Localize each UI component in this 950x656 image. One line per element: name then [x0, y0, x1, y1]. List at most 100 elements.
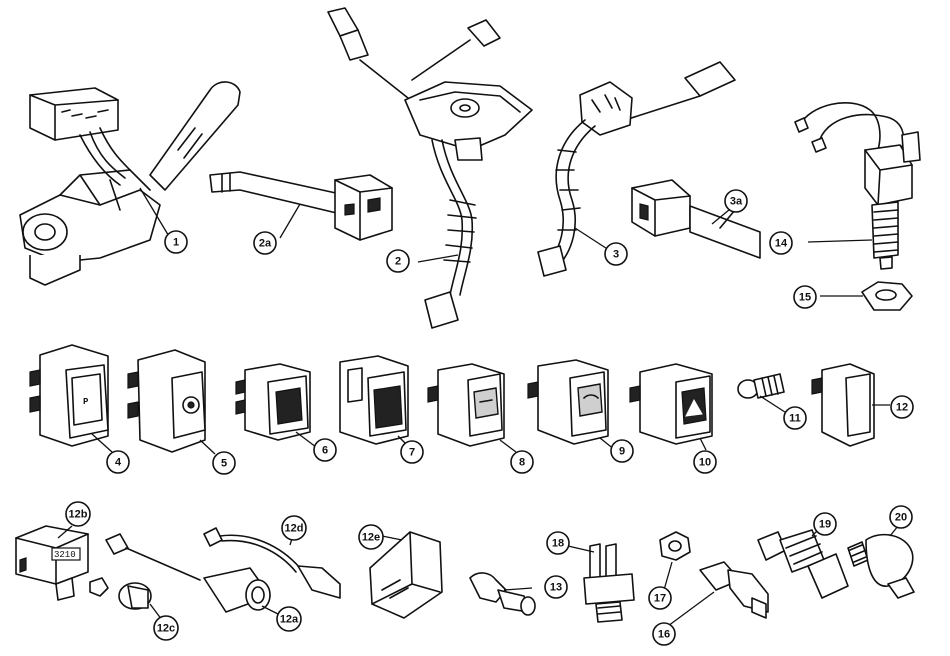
- callout-label: 8: [519, 457, 525, 469]
- callout-17: 17: [648, 586, 672, 610]
- callout-circle: [693, 450, 717, 474]
- callout-1: 1: [164, 230, 188, 254]
- callout-label: 16: [658, 629, 670, 641]
- part-12a-cigar-lighter: [105, 533, 283, 617]
- callout-label: 10: [699, 457, 711, 469]
- callout-circle: [253, 231, 277, 255]
- callout-circle: [724, 189, 748, 213]
- callout-10: 10: [693, 450, 717, 474]
- callout-label: 2a: [259, 238, 272, 250]
- callout-label: 17: [654, 593, 666, 605]
- callout-circle: [313, 438, 337, 462]
- part-17-nut: [659, 531, 691, 591]
- part-3-switch-harness: [537, 61, 736, 277]
- part-9-rocker-switch: [527, 359, 616, 451]
- part-15-nut: [820, 281, 913, 311]
- callout-circle: [793, 285, 817, 309]
- callout-label: 6: [322, 445, 328, 457]
- callout-label: 12d: [285, 523, 304, 535]
- callout-circle: [769, 231, 793, 255]
- callout-16: 16: [652, 622, 676, 646]
- callout-circle: [276, 606, 302, 632]
- callout-13: 13: [544, 575, 568, 599]
- callout-label: 5: [221, 458, 227, 470]
- callout-12d: 12d: [281, 515, 307, 541]
- callout-label: 4: [115, 457, 122, 469]
- callout-label: 15: [799, 292, 811, 304]
- callout-14: 14: [769, 231, 793, 255]
- part-16-switch: [667, 561, 769, 627]
- callout-circle: [106, 450, 130, 474]
- callout-label: 11: [789, 413, 801, 425]
- callout-12b: 12b: [65, 501, 91, 527]
- callout-3: 3: [604, 242, 628, 266]
- callout-5: 5: [212, 451, 236, 475]
- callout-15: 15: [793, 285, 817, 309]
- callout-20: 20: [889, 505, 913, 529]
- callout-3a: 3a: [724, 189, 748, 213]
- callout-9: 9: [610, 439, 634, 463]
- callout-label: 12: [896, 402, 908, 414]
- part-3a-switch: [631, 179, 761, 259]
- callout-circle: [783, 406, 807, 430]
- part-2a-wiper-stalk: [209, 171, 393, 241]
- callout-circle: [358, 524, 384, 550]
- callout-circle: [813, 512, 837, 536]
- callout-circle: [510, 450, 534, 474]
- callout-4: 4: [106, 450, 130, 474]
- callout-circle: [400, 440, 424, 464]
- part-6-rocker-switch: [235, 363, 317, 448]
- callout-label: 3a: [730, 196, 743, 208]
- callout-circle: [164, 230, 188, 254]
- callout-2a: 2a: [253, 231, 277, 255]
- callout-12e: 12e: [358, 524, 384, 550]
- part-11-bulb: [737, 373, 789, 415]
- callout-circle: [153, 615, 179, 641]
- callout-circle: [648, 586, 672, 610]
- callout-label: 9: [619, 446, 625, 458]
- callout-circle: [544, 575, 568, 599]
- relay-code: 3210: [54, 550, 76, 560]
- callout-label: 12c: [157, 623, 175, 635]
- callout-circle: [281, 515, 307, 541]
- part-20-oil-pressure-switch: [847, 525, 915, 599]
- part-18-pressure-switch: [567, 543, 635, 623]
- callout-circle: [386, 249, 410, 273]
- callout-11: 11: [783, 406, 807, 430]
- callout-label: 12e: [362, 532, 380, 544]
- part-12-rocker-switch: [811, 363, 890, 447]
- callout-label: 7: [409, 447, 415, 459]
- callout-circle: [652, 622, 676, 646]
- part-10-rocker-switch: [629, 363, 713, 451]
- callout-circle: [65, 501, 91, 527]
- part-2-switch-harness: [327, 7, 533, 329]
- callout-12c: 12c: [153, 615, 179, 641]
- switch-4-symbol: P: [83, 397, 89, 407]
- callout-8: 8: [510, 450, 534, 474]
- callout-label: 19: [819, 519, 831, 531]
- callout-label: 20: [895, 512, 907, 524]
- part-12b-relay: 3210: [15, 525, 89, 601]
- callout-7: 7: [400, 440, 424, 464]
- callout-circle: [610, 439, 634, 463]
- callout-circle: [890, 395, 914, 419]
- callout-label: 2: [395, 256, 401, 268]
- callout-label: 1: [173, 237, 179, 249]
- callout-label: 13: [550, 582, 562, 594]
- callout-circle: [546, 531, 570, 555]
- callout-circle: [604, 242, 628, 266]
- callout-label: 18: [552, 538, 564, 550]
- part-1-combination-switch: [19, 81, 241, 286]
- callout-12a: 12a: [276, 606, 302, 632]
- part-7-rocker-switch: [339, 355, 411, 449]
- part-19-temperature-sender: [757, 529, 849, 599]
- part-13-plunger-switch: [469, 572, 536, 616]
- callout-label: 12b: [69, 509, 88, 521]
- callout-2: 2: [386, 249, 410, 273]
- callout-19: 19: [813, 512, 837, 536]
- part-4-rocker-switch: P: [29, 344, 113, 453]
- part-12d-lead: [203, 527, 341, 599]
